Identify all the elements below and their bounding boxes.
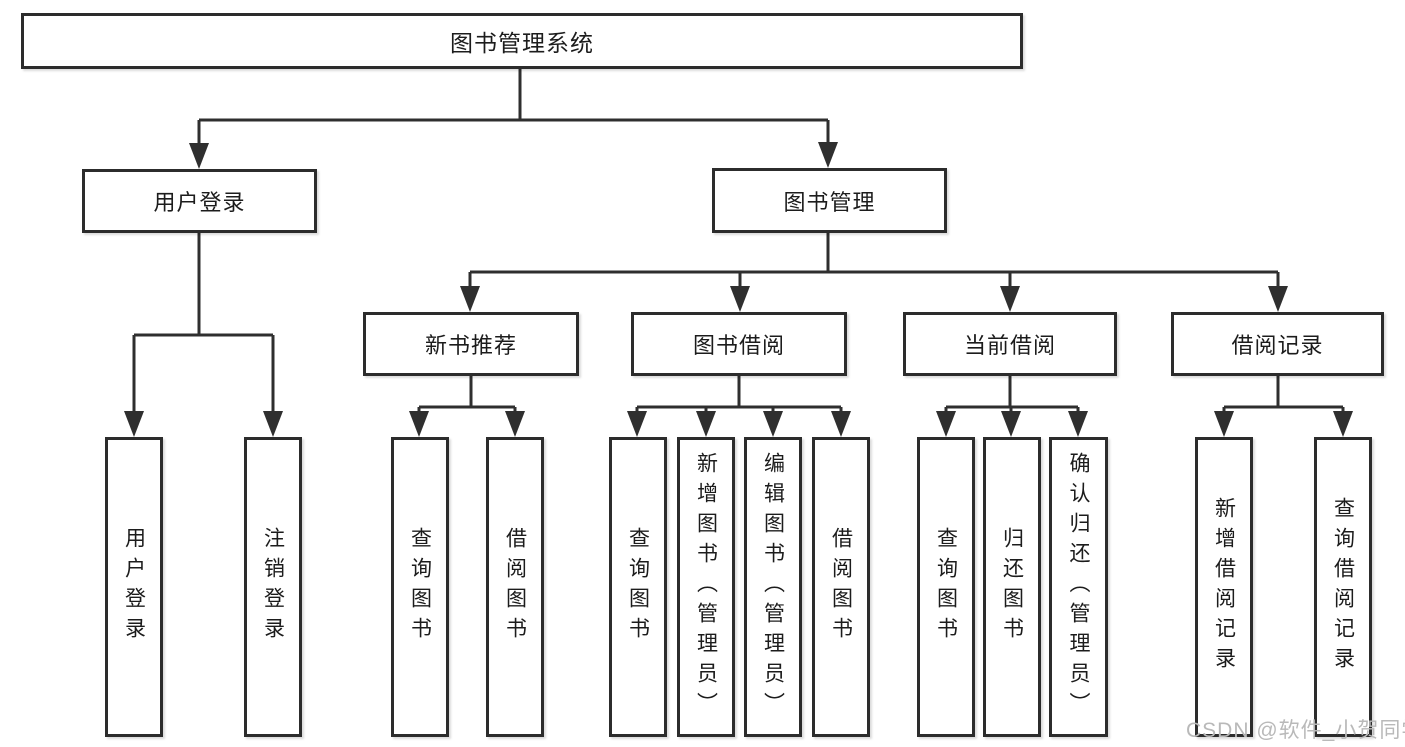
- leaf-return-books: 归还图书: [983, 437, 1041, 737]
- node-book-management: 图书管理: [712, 168, 947, 233]
- leaf-edit-books-admin: 编辑图书（管理员）: [744, 437, 802, 737]
- node-root: 图书管理系统: [21, 13, 1023, 69]
- node-user-login: 用户登录: [82, 169, 317, 233]
- leaf-add-borrow-record: 新增借阅记录: [1195, 437, 1253, 737]
- leaf-borrow-books-1: 借阅图书: [486, 437, 544, 737]
- leaf-query-books-1: 查询图书: [391, 437, 449, 737]
- leaf-query-books-2: 查询图书: [609, 437, 667, 737]
- leaf-confirm-return-admin: 确认归还（管理员）: [1049, 437, 1108, 737]
- leaf-add-books-admin: 新增图书（管理员）: [677, 437, 735, 737]
- node-borrow-records: 借阅记录: [1171, 312, 1384, 376]
- arrowhead-icons: [124, 142, 1353, 437]
- node-book-borrow: 图书借阅: [631, 312, 847, 376]
- leaf-logout: 注销登录: [244, 437, 302, 737]
- leaf-user-login: 用户登录: [105, 437, 163, 737]
- leaf-borrow-books-2: 借阅图书: [812, 437, 870, 737]
- leaf-query-books-3: 查询图书: [917, 437, 975, 737]
- csdn-watermark: CSDN @软件_小贺同学: [1186, 719, 1405, 742]
- node-new-book-recommend: 新书推荐: [363, 312, 579, 376]
- leaf-query-borrow-record: 查询借阅记录: [1314, 437, 1372, 737]
- node-current-borrow: 当前借阅: [903, 312, 1117, 376]
